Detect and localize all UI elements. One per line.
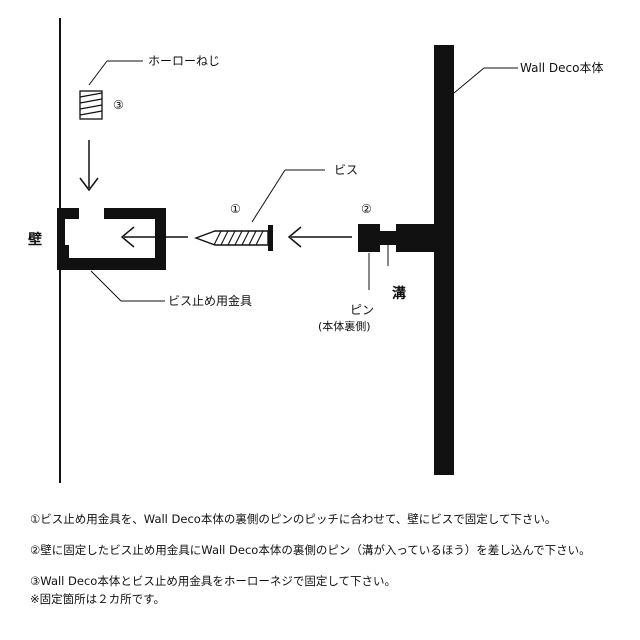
step3-marker: ③ (113, 98, 124, 112)
horo-screw-label: ホーローねじ (148, 54, 220, 68)
bracket-leader-line (90, 270, 122, 302)
pin-sub-label: (本体裏側) (318, 319, 371, 333)
bis-screw (193, 225, 273, 251)
wall-deco-label: Wall Deco本体 (520, 61, 604, 75)
step2-marker: ② (361, 202, 372, 216)
wall-label: 壁 (28, 231, 42, 248)
groove-label: 溝 (392, 285, 406, 302)
bracket (57, 208, 166, 270)
instruction-note: ※固定箇所は２カ所です。 (30, 592, 165, 606)
wall-deco-leader-line (453, 67, 485, 94)
arrow-down (79, 140, 99, 192)
bis-leader-line (251, 169, 286, 223)
instruction-step3: ③Wall Deco本体とビス止め用金具をホーローネジで固定して下さい。 (30, 574, 396, 588)
arrow-into-bracket (120, 226, 188, 248)
pin-label: ピン (350, 303, 374, 317)
pin (358, 224, 434, 252)
instruction-step2: ②壁に固定したビス止め用金具にWall Deco本体の裏側のピン（溝が入っている… (30, 543, 591, 557)
step1-marker: ① (230, 202, 241, 216)
horo-screw (79, 90, 103, 120)
instruction-step1: ①ビス止め用金具を、Wall Deco本体の裏側のピンのピッチに合わせて、壁にビ… (30, 512, 557, 526)
bis-label: ビス (334, 163, 358, 177)
wall-deco-body (434, 45, 454, 475)
arrow-into-screw (287, 226, 352, 248)
horo-leader-line (88, 60, 108, 86)
bracket-label: ビス止め用金具 (168, 293, 252, 308)
